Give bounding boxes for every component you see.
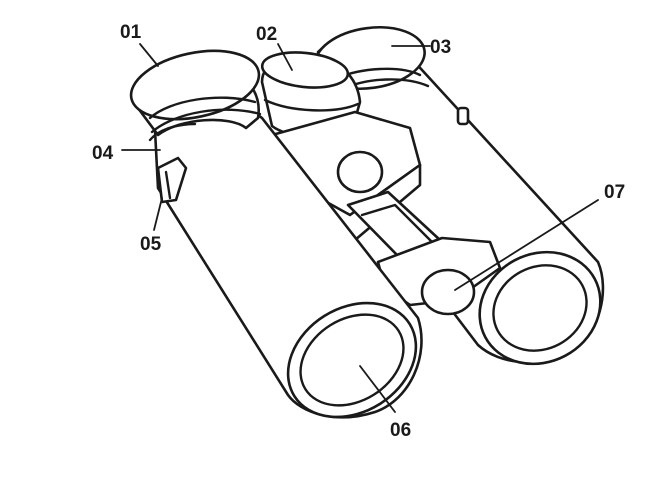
left-barrel (129, 49, 423, 419)
leader-05 (153, 197, 163, 231)
callout-02: 02 (256, 24, 277, 45)
callout-06: 06 (390, 420, 411, 441)
leader-07 (454, 199, 599, 291)
callout-07: 07 (604, 182, 625, 203)
strap-lug (156, 156, 188, 204)
callout-labels: 01 02 03 04 05 06 07 (92, 22, 625, 441)
focus-knob (420, 268, 476, 316)
leader-06 (359, 365, 396, 413)
callout-04: 04 (92, 143, 114, 164)
left-eyecup (129, 49, 261, 121)
leader-02 (277, 43, 293, 71)
callout-03: 03 (430, 37, 451, 58)
left-objective-lens (299, 313, 405, 407)
callout-01: 01 (120, 22, 142, 43)
focus-wheel-upper (336, 150, 384, 194)
right-barrel-knob (456, 106, 470, 126)
leader-lines (121, 43, 599, 413)
right-objective-lens (492, 264, 588, 352)
leader-01 (139, 43, 159, 67)
callout-05: 05 (140, 234, 162, 255)
